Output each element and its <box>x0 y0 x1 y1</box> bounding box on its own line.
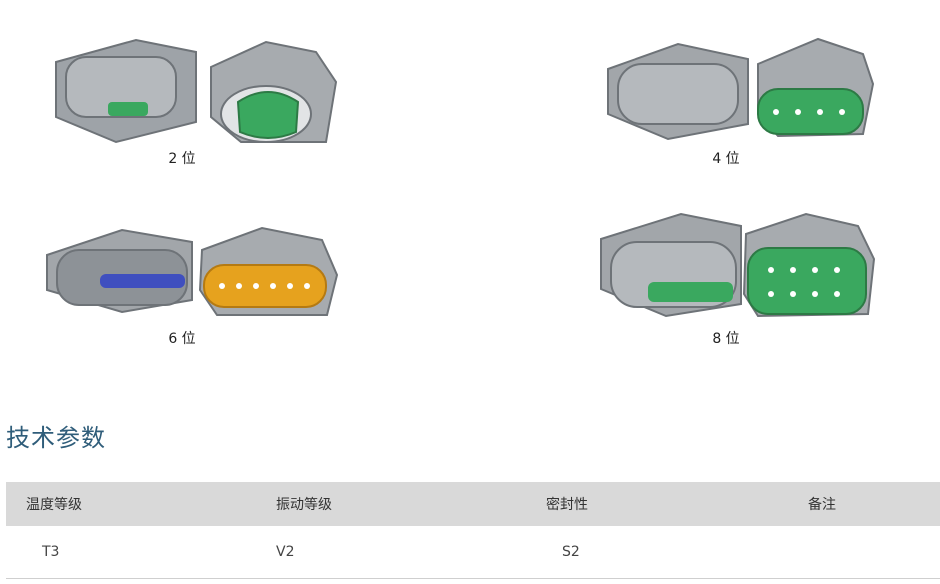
connector-label: 6 位 <box>168 331 196 347</box>
table-cell <box>788 526 940 579</box>
connector-label: 2 位 <box>168 151 196 167</box>
connector-label: 4 位 <box>712 151 740 167</box>
connector-8pin-image <box>596 204 878 322</box>
column-header: 备注 <box>788 482 940 526</box>
spec-table: 温度等级 振动等级 密封性 备注 T3 V2 S2 <box>6 482 940 579</box>
column-header: 振动等级 <box>276 482 526 526</box>
table-row: T3 V2 S2 <box>6 526 940 579</box>
connector-6pin-image <box>42 220 342 320</box>
table-cell: S2 <box>526 526 788 579</box>
table-cell: V2 <box>276 526 526 579</box>
table-header-row: 温度等级 振动等级 密封性 备注 <box>6 482 940 526</box>
connector-label: 8 位 <box>712 331 740 347</box>
connector-2pin-image <box>46 22 346 152</box>
section-title: 技术参数 <box>6 424 106 452</box>
connector-4pin-image <box>598 24 878 149</box>
column-header: 密封性 <box>526 482 788 526</box>
table-cell: T3 <box>6 526 276 579</box>
column-header: 温度等级 <box>6 482 276 526</box>
